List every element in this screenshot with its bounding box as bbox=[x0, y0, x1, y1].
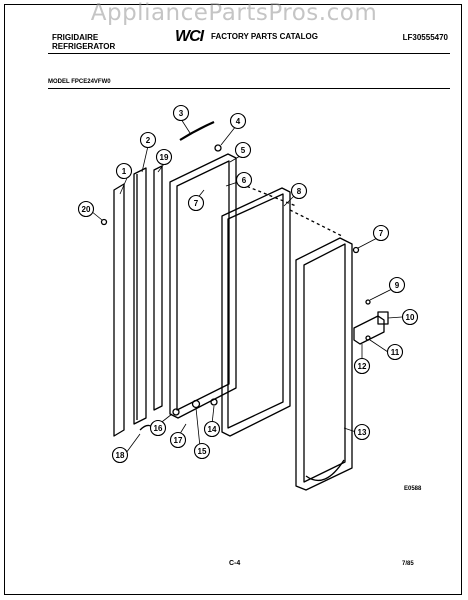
callout-1-label: 1 bbox=[122, 167, 127, 176]
callout-7b: 7 bbox=[372, 224, 390, 242]
callout-18: 18 bbox=[111, 446, 129, 464]
model-label: MODEL FPCE24VFW0 bbox=[48, 79, 111, 85]
callout-13: 13 bbox=[353, 423, 371, 441]
callout-20-label: 20 bbox=[82, 205, 91, 214]
callout-17-label: 17 bbox=[174, 436, 183, 445]
callout-17: 17 bbox=[169, 431, 187, 449]
callout-4-label: 4 bbox=[236, 117, 241, 126]
publication-number: LF30555470 bbox=[402, 33, 448, 42]
drawing-code: E0588 bbox=[404, 486, 422, 492]
page-frame bbox=[4, 4, 462, 595]
callout-3-label: 3 bbox=[179, 109, 184, 118]
header-rule bbox=[48, 53, 450, 54]
part-15-bushing bbox=[191, 399, 201, 409]
callout-16: 16 bbox=[149, 419, 167, 437]
catalog-title: FACTORY PARTS CATALOG bbox=[211, 32, 318, 41]
callout-2: 2 bbox=[139, 131, 157, 149]
part-10-clip bbox=[377, 311, 389, 325]
catalog-logo: WCI bbox=[175, 28, 204, 45]
callout-11-label: 11 bbox=[391, 348, 400, 357]
part-14-screw bbox=[210, 398, 218, 406]
callout-11: 11 bbox=[386, 343, 404, 361]
callout-5: 5 bbox=[234, 141, 252, 159]
callout-15: 15 bbox=[193, 442, 211, 460]
callout-3: 3 bbox=[172, 104, 190, 122]
part-20-screw bbox=[100, 218, 108, 226]
callout-5-label: 5 bbox=[241, 146, 246, 155]
callout-19: 19 bbox=[155, 148, 173, 166]
callout-9: 9 bbox=[388, 276, 406, 294]
callout-14-label: 14 bbox=[208, 425, 217, 434]
callout-15-label: 15 bbox=[198, 447, 207, 456]
part-11-screw bbox=[365, 335, 371, 341]
part-9-screw bbox=[365, 299, 371, 305]
callout-8: 8 bbox=[290, 182, 308, 200]
revision-date: 7/85 bbox=[402, 561, 414, 567]
callout-10-label: 10 bbox=[406, 313, 415, 322]
callout-2-label: 2 bbox=[146, 136, 151, 145]
brand-label: FRIGIDAIRE REFRIGERATOR bbox=[52, 33, 115, 51]
callout-7a: 7 bbox=[187, 194, 205, 212]
callout-18-label: 18 bbox=[116, 451, 125, 460]
callout-9-label: 9 bbox=[395, 281, 400, 290]
callout-balloons: 1 2 3 4 5 6 7 8 7 9 10 11 12 13 14 15 16… bbox=[77, 104, 419, 464]
callout-13-label: 13 bbox=[358, 428, 367, 437]
part-3-rod bbox=[179, 120, 215, 141]
callout-19-label: 19 bbox=[160, 153, 169, 162]
part-1-strip bbox=[113, 183, 125, 437]
callout-7a-label: 7 bbox=[194, 199, 199, 208]
callout-14: 14 bbox=[203, 420, 221, 438]
part-16-screw bbox=[172, 408, 180, 416]
model-rule bbox=[48, 88, 450, 89]
brand-line-1: FRIGIDAIRE bbox=[52, 33, 99, 42]
callout-10: 10 bbox=[401, 308, 419, 326]
callout-7b-label: 7 bbox=[379, 229, 384, 238]
callout-8-label: 8 bbox=[297, 187, 302, 196]
callout-1: 1 bbox=[115, 162, 133, 180]
part-2-channel bbox=[133, 167, 147, 425]
part-4-screw bbox=[214, 144, 222, 152]
callout-12-label: 12 bbox=[358, 362, 367, 371]
callout-20: 20 bbox=[77, 200, 95, 218]
page-number: C-4 bbox=[229, 560, 241, 567]
part-19-strip bbox=[153, 165, 163, 411]
part-8-gasket bbox=[221, 187, 291, 437]
part-5-frame bbox=[169, 153, 237, 419]
callout-16-label: 16 bbox=[154, 424, 163, 433]
part-13-door bbox=[295, 237, 353, 491]
part-7-screw bbox=[352, 246, 360, 254]
callout-6: 6 bbox=[235, 171, 253, 189]
callout-6-label: 6 bbox=[242, 176, 247, 185]
brand-line-2: REFRIGERATOR bbox=[52, 42, 116, 51]
callout-12: 12 bbox=[353, 357, 371, 375]
watermark: AppliancePartsPros.com bbox=[90, 0, 378, 26]
callout-4: 4 bbox=[229, 112, 247, 130]
